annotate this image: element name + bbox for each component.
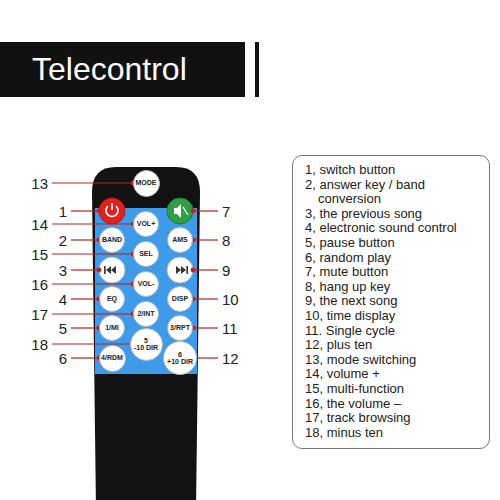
key-list-item: 3, the previous song: [305, 207, 481, 222]
key-list-item: 8, hang up key: [305, 280, 481, 295]
key-list-box: 1, switch button2, answer key / band con…: [292, 155, 490, 449]
callout-number: 18: [31, 337, 48, 352]
callout-number: 6: [59, 351, 67, 366]
remote-button: VOL-: [133, 271, 159, 297]
callout-number: 10: [222, 292, 239, 307]
callout-number: 13: [31, 176, 48, 191]
callout-number: 3: [59, 263, 67, 278]
callout-number: 9: [222, 263, 230, 278]
remote-button: 3/RPT: [167, 315, 193, 341]
callout-number: 12: [222, 351, 239, 366]
key-list-item: 16, the volume –: [305, 397, 481, 412]
key-list-item: 13, mode switching: [305, 353, 481, 368]
button-label: 2/INT: [137, 310, 154, 317]
key-list-item: 2, answer key / band conversion: [305, 178, 481, 207]
button-label: MODE: [136, 179, 157, 186]
key-list-item: 14, volume +: [305, 367, 481, 382]
key-list-item: 5, pause button: [305, 236, 481, 251]
button-label: 5: [144, 337, 148, 344]
title-bar: [255, 42, 259, 97]
button-label: 6: [178, 351, 182, 358]
leader-dot: [191, 209, 196, 214]
remote-button: 6+10 DIR: [163, 341, 197, 375]
button-label: -10 DIR: [134, 344, 158, 351]
callout-number: 17: [31, 307, 48, 322]
remote-body: [92, 167, 200, 500]
leader-dot: [97, 209, 102, 214]
key-list-item: 7, mute button: [305, 265, 481, 280]
key-list-item: 12, plus ten: [305, 338, 481, 353]
leader-dot: [97, 268, 102, 273]
mute-button: [167, 198, 193, 224]
callout-number: 16: [31, 277, 48, 292]
remote-button: MODE: [133, 170, 160, 197]
key-list-item: 11. Single cycle: [305, 324, 481, 339]
remote-button: 1/MI: [99, 315, 125, 341]
button-label: AMS: [172, 236, 188, 243]
key-list-item: 15, multi-function: [305, 382, 481, 397]
remote-button: AMS: [167, 227, 193, 253]
key-list-item: 1, switch button: [305, 163, 481, 178]
remote-button: 4/RDM: [99, 345, 126, 372]
callout-number: 1: [59, 204, 67, 219]
remote-button: DISP: [167, 286, 193, 312]
button-panel: [95, 208, 197, 374]
leader-dots: [97, 181, 196, 361]
button-label: 4/RDM: [101, 354, 123, 361]
key-list-item: 6, random play: [305, 251, 481, 266]
previous-button: [99, 257, 125, 283]
button-label: EQ: [107, 295, 117, 302]
remote-button: EQ: [99, 286, 125, 312]
key-list-item: 17, track browsing: [305, 411, 481, 426]
callout-number: 11: [222, 321, 238, 336]
callout-number: 14: [31, 217, 48, 232]
next-button: [167, 257, 193, 283]
button-label: VOL+: [137, 220, 155, 227]
button-label: VOL-: [138, 280, 155, 287]
callout-number: 5: [59, 321, 67, 336]
button-label: 1/MI: [105, 324, 119, 331]
leader-dot: [191, 268, 196, 273]
button-label: SEL: [139, 250, 153, 257]
callout-number: 7: [222, 204, 230, 219]
callout-number: 4: [59, 292, 67, 307]
title-band: [0, 42, 245, 97]
button-label: +10 DIR: [167, 358, 193, 365]
remote-button: 5-10 DIR: [130, 328, 163, 361]
callout-number: 2: [59, 233, 67, 248]
title-text: Telecontrol: [32, 51, 187, 88]
callout-number: 15: [31, 247, 48, 262]
key-list-item: 9, the next song: [305, 294, 481, 309]
remote-button: SEL: [133, 241, 159, 267]
key-list-item: 10, time display: [305, 309, 481, 324]
callout-number: 8: [222, 233, 230, 248]
key-list-item: 18, minus ten: [305, 426, 481, 441]
key-list-item: 4, electronic sound control: [305, 221, 481, 236]
button-label: 3/RPT: [170, 324, 190, 331]
power-button: [99, 198, 125, 224]
remote-button: BAND: [99, 227, 125, 253]
button-label: BAND: [102, 236, 122, 243]
remote-button: 2/INT: [133, 301, 159, 327]
button-label: DISP: [172, 295, 188, 302]
remote-button: VOL+: [133, 211, 159, 237]
